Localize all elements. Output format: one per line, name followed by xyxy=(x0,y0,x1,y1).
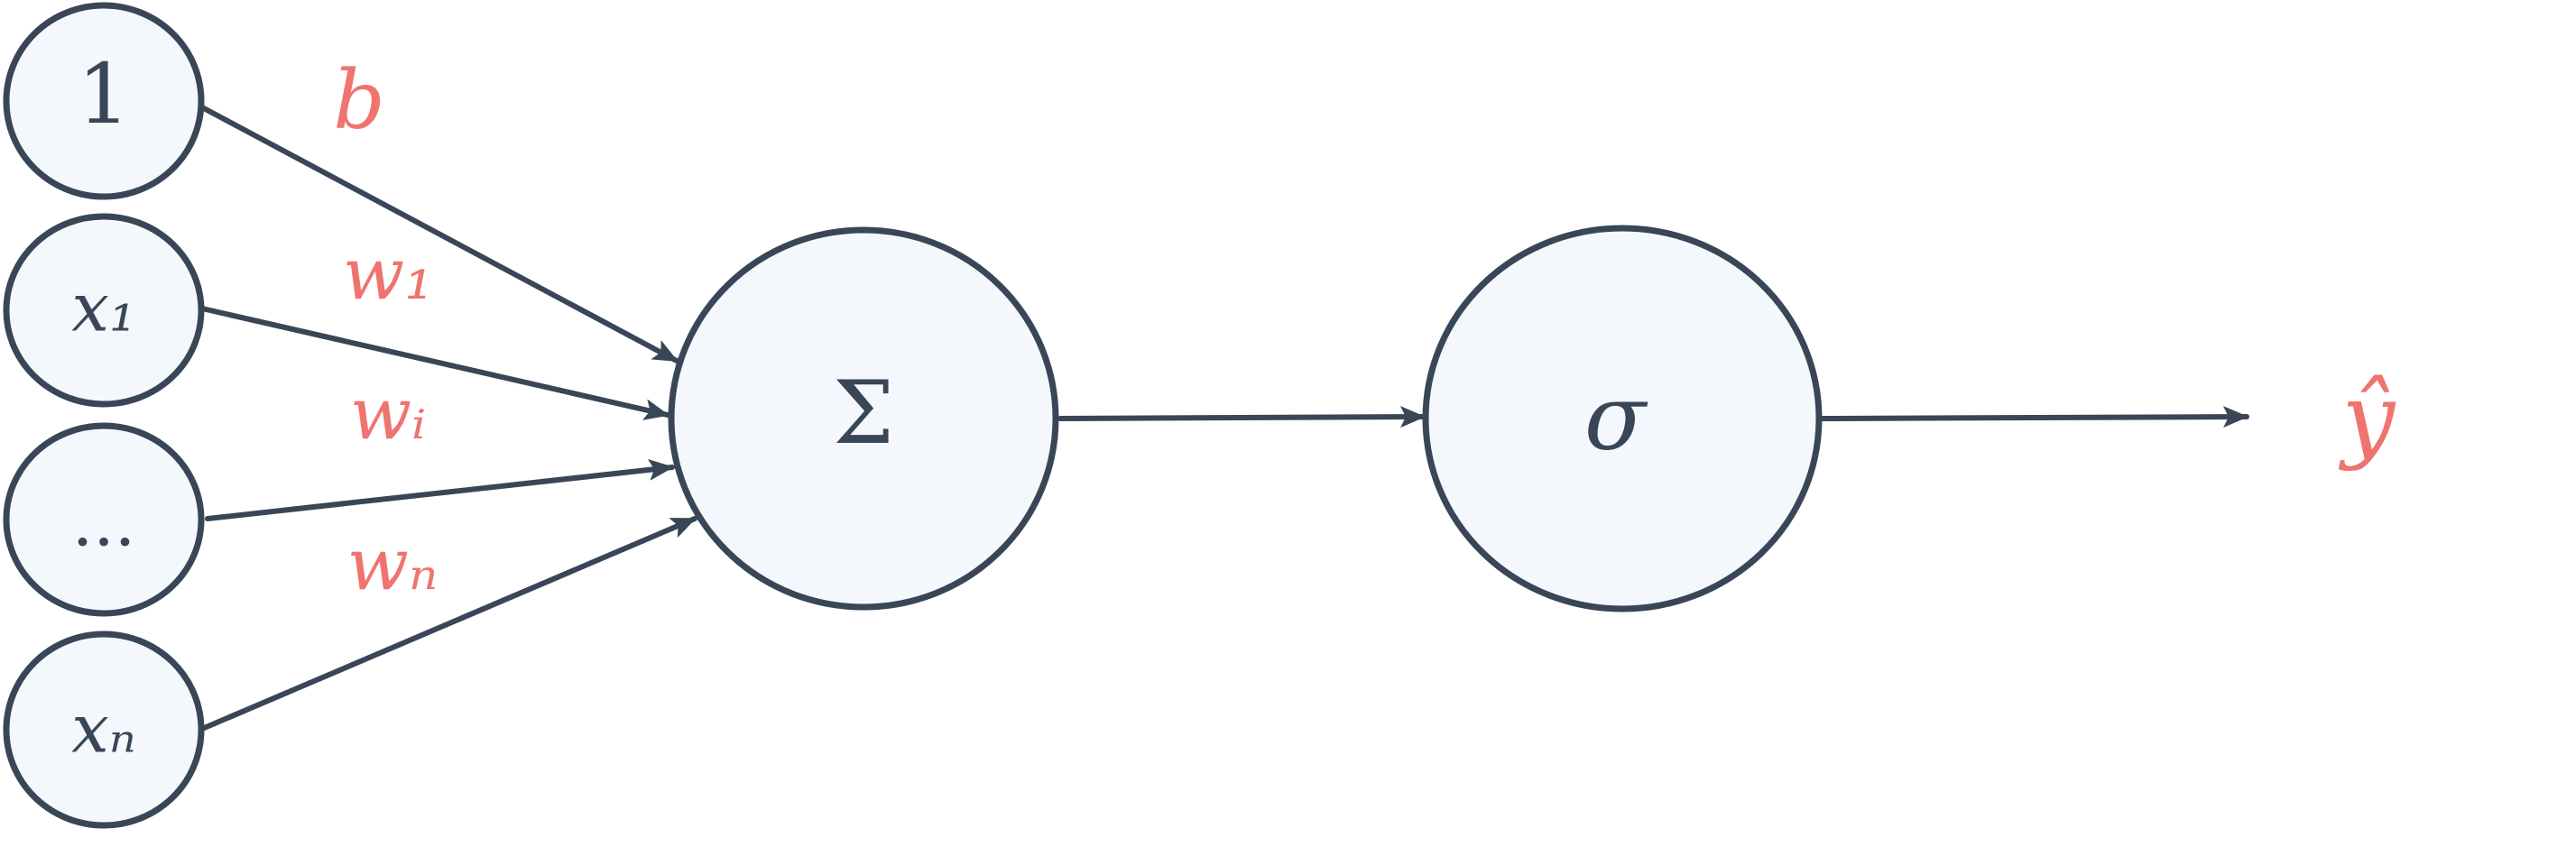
summation-node: Σ xyxy=(668,226,1059,611)
weight-label-w1: w₁ xyxy=(343,232,434,316)
input-label-x1: x₁ xyxy=(71,269,135,346)
input-node-ellipsis: ... xyxy=(3,422,205,617)
edge-bias-to-sum xyxy=(199,105,679,364)
weight-label-bias: b xyxy=(333,52,385,147)
edge-sum-to-activation xyxy=(1057,406,1426,428)
bias-input-node: 1 xyxy=(3,2,205,200)
edge-xn-to-sum xyxy=(199,516,697,732)
input-node-xn: xₙ xyxy=(3,631,205,829)
weight-label-wi: wᵢ xyxy=(350,372,427,456)
edge-ellipsis-to-sum xyxy=(205,458,675,521)
bias-input-label: 1 xyxy=(78,46,131,143)
summation-label: Σ xyxy=(833,363,894,464)
edge-x1-to-sum xyxy=(199,306,670,420)
input-node-x1: x₁ xyxy=(3,213,205,408)
input-label-xn: xₙ xyxy=(71,690,136,768)
edge-activation-to-output xyxy=(1820,406,2249,428)
activation-node: σ xyxy=(1422,225,1823,612)
activation-label: σ xyxy=(1584,365,1648,471)
weight-label-wn: wₙ xyxy=(347,522,439,606)
input-label-ellipsis: ... xyxy=(72,483,136,561)
output-label-y-hat: ŷ xyxy=(2339,363,2396,473)
